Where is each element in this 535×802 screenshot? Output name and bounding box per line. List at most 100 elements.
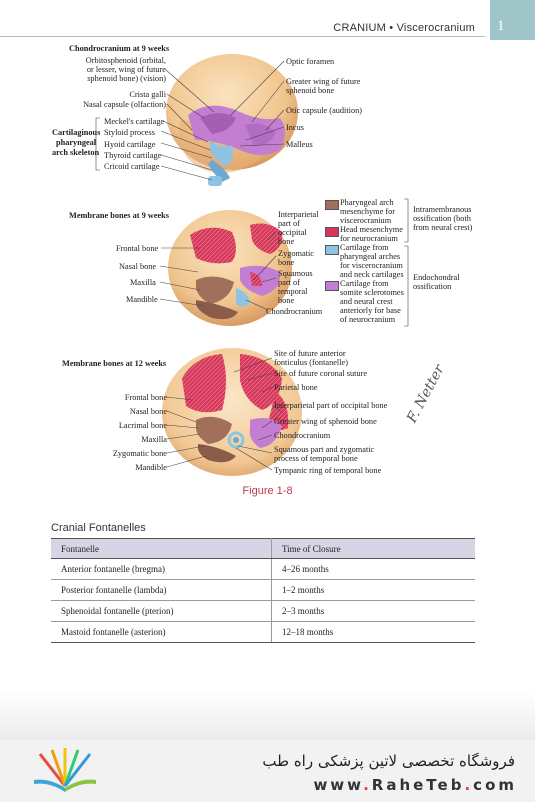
legend-1-line-2: mesenchyme for <box>340 207 396 216</box>
group-label-1: Cartilaginous <box>52 128 101 137</box>
table-cell: 12–18 months <box>271 621 475 643</box>
membrane-bones-9wk-head <box>168 210 292 326</box>
legend-group-1-line-1: Intramembranous <box>413 205 472 214</box>
label-hyoid-cartilage: Hyoid cartilage <box>104 140 156 149</box>
legend-4-line-5: of neurocranium <box>340 315 396 324</box>
label-meckels-cartilage: Meckel's cartilage <box>104 117 165 126</box>
label-zygomatic-bone-12wk: Zygomatic bone <box>112 449 167 458</box>
label-anterior-fonticulus-1: Site of future anterior <box>274 349 346 358</box>
label-coronal-suture: Site of future coronal suture <box>274 369 368 378</box>
label-lacrimal-bone: Lacrimal bone <box>118 421 167 430</box>
panel1-title: Chondrocranium at 9 weeks <box>69 44 170 53</box>
label-interparietal-12wk: Interparietal part of occipital bone <box>274 401 388 410</box>
legend-swatch-pink <box>325 227 339 237</box>
legend-brackets <box>404 198 409 327</box>
table-cell: Anterior fontanelle (bregma) <box>51 558 272 580</box>
table-row: Mastoid fontanelle (asterion) 12–18 mont… <box>51 621 475 643</box>
label-interparietal-4: bone <box>278 237 295 246</box>
column-header-fontanelle: Fontanelle <box>51 538 272 559</box>
legend-group-1-line-2: ossification (both <box>413 214 471 223</box>
legend-4-line-4: anteriorly for base <box>340 306 401 315</box>
url-tld: com <box>473 776 517 794</box>
panel3-leader-lines <box>166 357 283 471</box>
url-prefix: www <box>313 776 364 794</box>
page-number: 1 <box>497 18 505 34</box>
label-squamous-2: part of <box>278 278 300 287</box>
label-frontal-bone-9wk: Frontal bone <box>116 244 159 253</box>
table-cell: 1–2 months <box>271 579 475 601</box>
group-label-2: pharyngeal <box>56 138 97 147</box>
legend-group-1-line-3: from neural crest) <box>413 223 473 232</box>
legend-3-line-3: for viscerocranium <box>340 261 403 270</box>
label-maxilla-9wk: Maxilla <box>130 278 156 287</box>
page-number-tab <box>490 0 535 40</box>
label-squamous-zygomatic-2: process of temporal bone <box>274 454 358 463</box>
store-url[interactable]: www.RaheTeb.com <box>313 776 517 794</box>
label-squamous-3: temporal <box>278 287 308 296</box>
panel2-title: Membrane bones at 9 weeks <box>69 211 170 220</box>
legend-swatch-blue <box>325 245 339 255</box>
label-nasal-bone-12wk: Nasal bone <box>129 407 167 416</box>
label-parietal-bone: Parietal bone <box>274 383 318 392</box>
label-chondrocranium-9wk: Chondrocranium <box>266 307 323 316</box>
chondrocranium-head <box>166 54 298 186</box>
legend-3-line-1: Cartilage from <box>340 243 389 252</box>
label-nasal-capsule: Nasal capsule (olfaction) <box>83 100 166 109</box>
legend-4-line-1: Cartilage from <box>340 279 389 288</box>
label-styloid-process: Styloid process <box>104 128 155 137</box>
legend-1-line-1: Pharyngeal arch <box>340 198 394 207</box>
legend-2-line-2: for neurocranium <box>340 234 398 243</box>
label-thyroid-cartilage: Thyroid cartilage <box>104 151 162 160</box>
label-orbitosphenoid-1: Orbitosphenoid (orbital, <box>85 56 166 65</box>
legend-swatch-brown <box>325 200 339 210</box>
legend-1-line-3: viscerocranium <box>340 216 392 225</box>
legend-3-line-4: and neck cartilages <box>340 270 404 279</box>
legend-4-line-2: somite sclerotomes <box>340 288 404 297</box>
legend-2-line-1: Head mesenchyme <box>340 225 403 234</box>
label-cricoid-cartilage: Cricoid cartilage <box>104 162 160 171</box>
footer-fade <box>0 690 535 740</box>
table-title: Cranial Fontanelles <box>51 522 146 534</box>
legend-4-line-3: and neural crest <box>340 297 393 306</box>
table-cell: 4–26 months <box>271 558 475 580</box>
membrane-bones-12wk-head <box>162 348 302 476</box>
panel2-leader-lines <box>159 231 277 311</box>
label-nasal-bone-9wk: Nasal bone <box>119 262 157 271</box>
running-title: CRANIUM • Viscerocranium <box>333 22 475 34</box>
label-anterior-fonticulus-2: fonticulus (fontanelle) <box>274 358 348 367</box>
legend-group-2-line-2: ossification <box>413 282 452 291</box>
label-malleus: Malleus <box>286 140 313 149</box>
label-squamous-1: Squamous <box>278 269 313 278</box>
embryo-skull-illustration <box>95 54 409 476</box>
label-crista-galli: Crista galli <box>129 90 166 99</box>
label-tympanic-ring: Tympanic ring of temporal bone <box>274 466 382 475</box>
figure-caption: Figure 1-8 <box>242 485 293 497</box>
label-mandible-12wk: Mandible <box>135 463 167 472</box>
table-cell: 2–3 months <box>271 600 475 622</box>
label-chondrocranium-12wk: Chondrocranium <box>274 431 331 440</box>
label-interparietal-3: occipital <box>278 228 307 237</box>
legend-group-2-line-1: Endochondral <box>413 273 460 282</box>
label-greater-wing-sphenoid: Greater wing of sphenoid bone <box>274 417 377 426</box>
column-header-closure: Time of Closure <box>271 538 475 559</box>
group-label-3: arch skeleton <box>52 148 100 157</box>
label-orbitosphenoid-2: or lesser, wing of future <box>86 65 166 74</box>
label-incus: Incus <box>286 123 304 132</box>
label-interparietal-2: part of <box>278 219 300 228</box>
panel1-leader-lines <box>95 60 285 181</box>
label-mandible-9wk: Mandible <box>126 295 158 304</box>
label-zygomatic-2: bone <box>278 258 295 267</box>
table-cell: Sphenoidal fontanelle (pterion) <box>51 600 272 622</box>
table-cell: Posterior fontanelle (lambda) <box>51 579 272 601</box>
table-row: Posterior fontanelle (lambda) 1–2 months <box>51 579 475 601</box>
label-greater-wing-2: sphenoid bone <box>286 86 335 95</box>
table-row: Anterior fontanelle (bregma) 4–26 months <box>51 558 475 580</box>
fontanelles-table: Fontanelle Time of Closure Anterior font… <box>51 538 475 643</box>
label-otic-capsule: Otic capsule (audition) <box>286 106 363 115</box>
panel3-title: Membrane bones at 12 weeks <box>62 359 167 368</box>
table-header-row: Fontanelle Time of Closure <box>51 538 475 559</box>
footer-banner <box>0 740 535 802</box>
url-name: RaheTeb <box>371 776 465 794</box>
label-orbitosphenoid-3: sphenoid bone) (vision) <box>87 74 166 83</box>
legend-3-line-2: pharyngeal arches <box>340 252 401 261</box>
